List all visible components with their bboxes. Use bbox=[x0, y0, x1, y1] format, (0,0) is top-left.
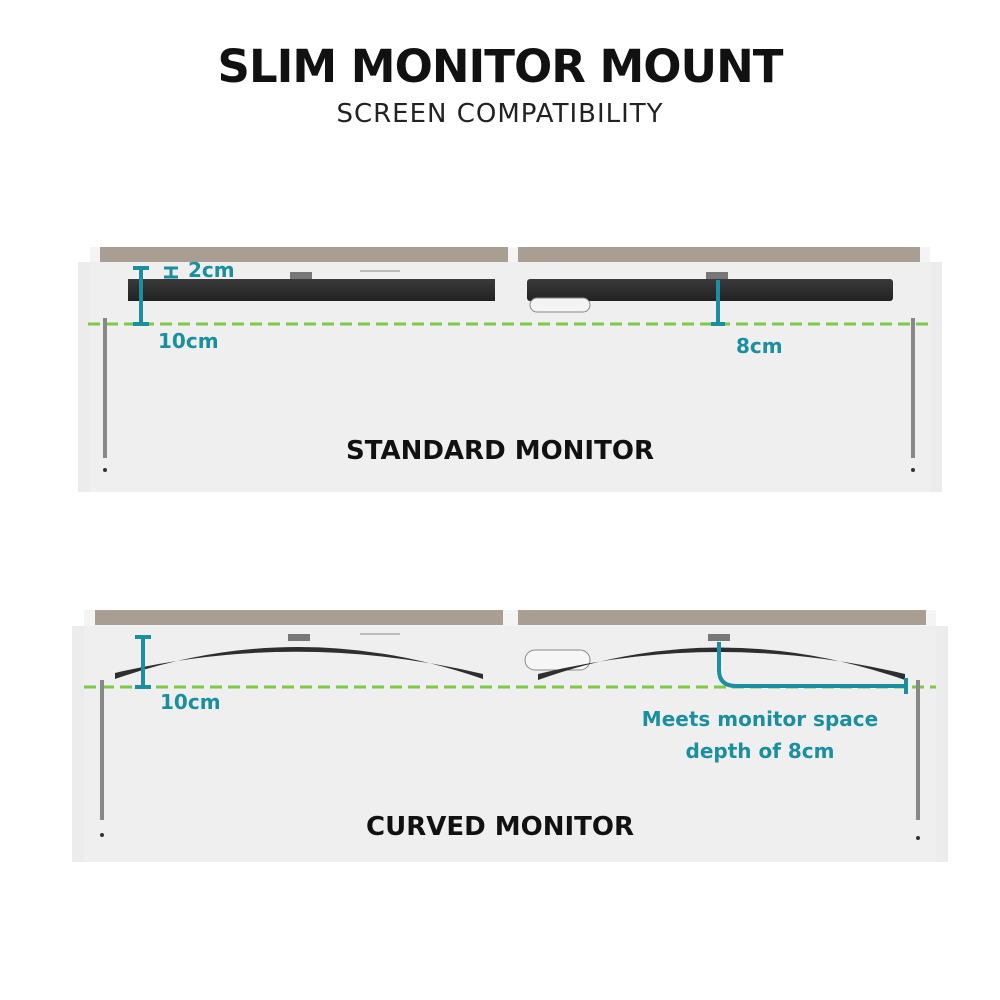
page-title: SLIM MONITOR MOUNT bbox=[217, 40, 784, 93]
desk-edge bbox=[100, 247, 508, 262]
depth-indicator bbox=[717, 642, 906, 688]
mount-bracket bbox=[706, 272, 728, 279]
mount-bracket bbox=[288, 634, 310, 641]
dimension-2cm bbox=[164, 266, 178, 279]
desk-edge bbox=[518, 247, 920, 262]
thickness-label: 2cm bbox=[188, 258, 235, 282]
desk-edge bbox=[95, 610, 503, 625]
curved-panel bbox=[72, 610, 948, 862]
gas-strut bbox=[103, 318, 107, 458]
depth-note-line1: Meets monitor space bbox=[641, 707, 879, 731]
mount-bracket bbox=[290, 272, 312, 279]
clearance-label: 10cm bbox=[158, 329, 219, 353]
clearance-label: 10cm bbox=[160, 690, 221, 714]
dimension-10cm bbox=[135, 635, 151, 689]
monitor-left bbox=[128, 279, 495, 301]
depth-label: 8cm bbox=[736, 334, 783, 358]
monitor-right bbox=[527, 279, 893, 301]
standard-caption: STANDARD MONITOR bbox=[346, 436, 654, 466]
curved-monitor-right bbox=[538, 647, 905, 680]
gas-strut bbox=[916, 680, 920, 820]
gas-strut bbox=[911, 318, 915, 458]
curved-caption: CURVED MONITOR bbox=[366, 812, 634, 842]
gas-strut bbox=[100, 680, 104, 820]
depth-note-line2: depth of 8cm bbox=[685, 739, 835, 763]
dimension-10cm bbox=[133, 266, 149, 326]
curved-monitor-left bbox=[115, 647, 483, 679]
standard-panel bbox=[78, 247, 942, 492]
desk-edge bbox=[518, 610, 926, 625]
mount-bracket bbox=[708, 634, 730, 641]
page-subtitle: SCREEN COMPATIBILITY bbox=[336, 99, 664, 129]
dimension-8cm bbox=[711, 280, 725, 326]
